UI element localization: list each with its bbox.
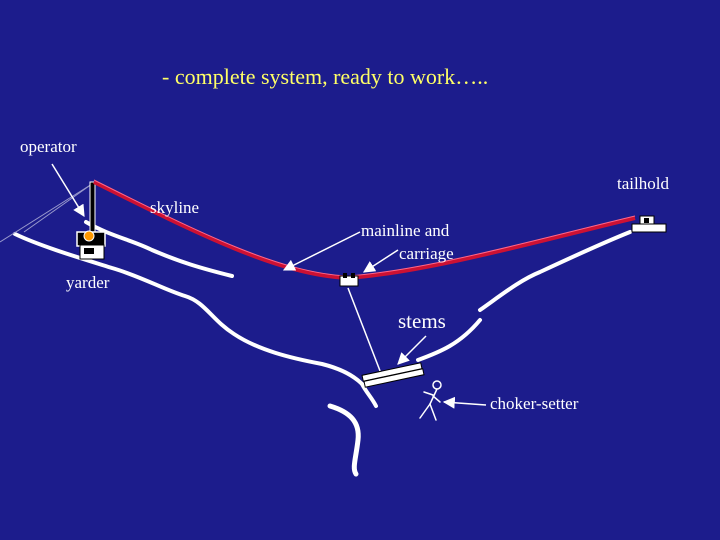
gully-right-slope bbox=[416, 318, 482, 362]
log-stems-icon bbox=[361, 362, 425, 388]
far-slope bbox=[478, 230, 632, 312]
choker-setter-arrow bbox=[442, 396, 487, 409]
label-stems: stems bbox=[398, 309, 446, 333]
stick-figure-icon bbox=[419, 380, 442, 421]
guy-lines bbox=[0, 183, 93, 243]
yarder-tower-icon bbox=[76, 181, 106, 260]
carriage-icon bbox=[339, 273, 359, 287]
slide-title: - complete system, ready to work….. bbox=[162, 64, 488, 89]
label-mainline-line1: mainline and bbox=[361, 221, 450, 240]
label-tailhold: tailhold bbox=[617, 174, 669, 193]
operator-arrow bbox=[51, 163, 85, 218]
label-choker-setter: choker-setter bbox=[490, 394, 579, 413]
pointer-arrows bbox=[51, 163, 487, 409]
skyline-arrow bbox=[282, 231, 361, 271]
stems-arrow bbox=[397, 335, 427, 365]
label-skyline: skyline bbox=[150, 198, 199, 217]
creek-bank bbox=[360, 382, 378, 408]
label-operator: operator bbox=[20, 137, 77, 156]
mainline-arrow bbox=[362, 249, 399, 273]
label-mainline-line2: carriage bbox=[399, 244, 454, 263]
yarder-slope bbox=[84, 220, 234, 278]
label-yarder: yarder bbox=[66, 273, 110, 292]
hillside-ridge bbox=[13, 232, 364, 386]
mainline-cable bbox=[347, 287, 383, 377]
tailhold-machine-icon bbox=[631, 215, 667, 233]
creek-gully bbox=[327, 403, 361, 477]
terrain bbox=[13, 220, 632, 477]
